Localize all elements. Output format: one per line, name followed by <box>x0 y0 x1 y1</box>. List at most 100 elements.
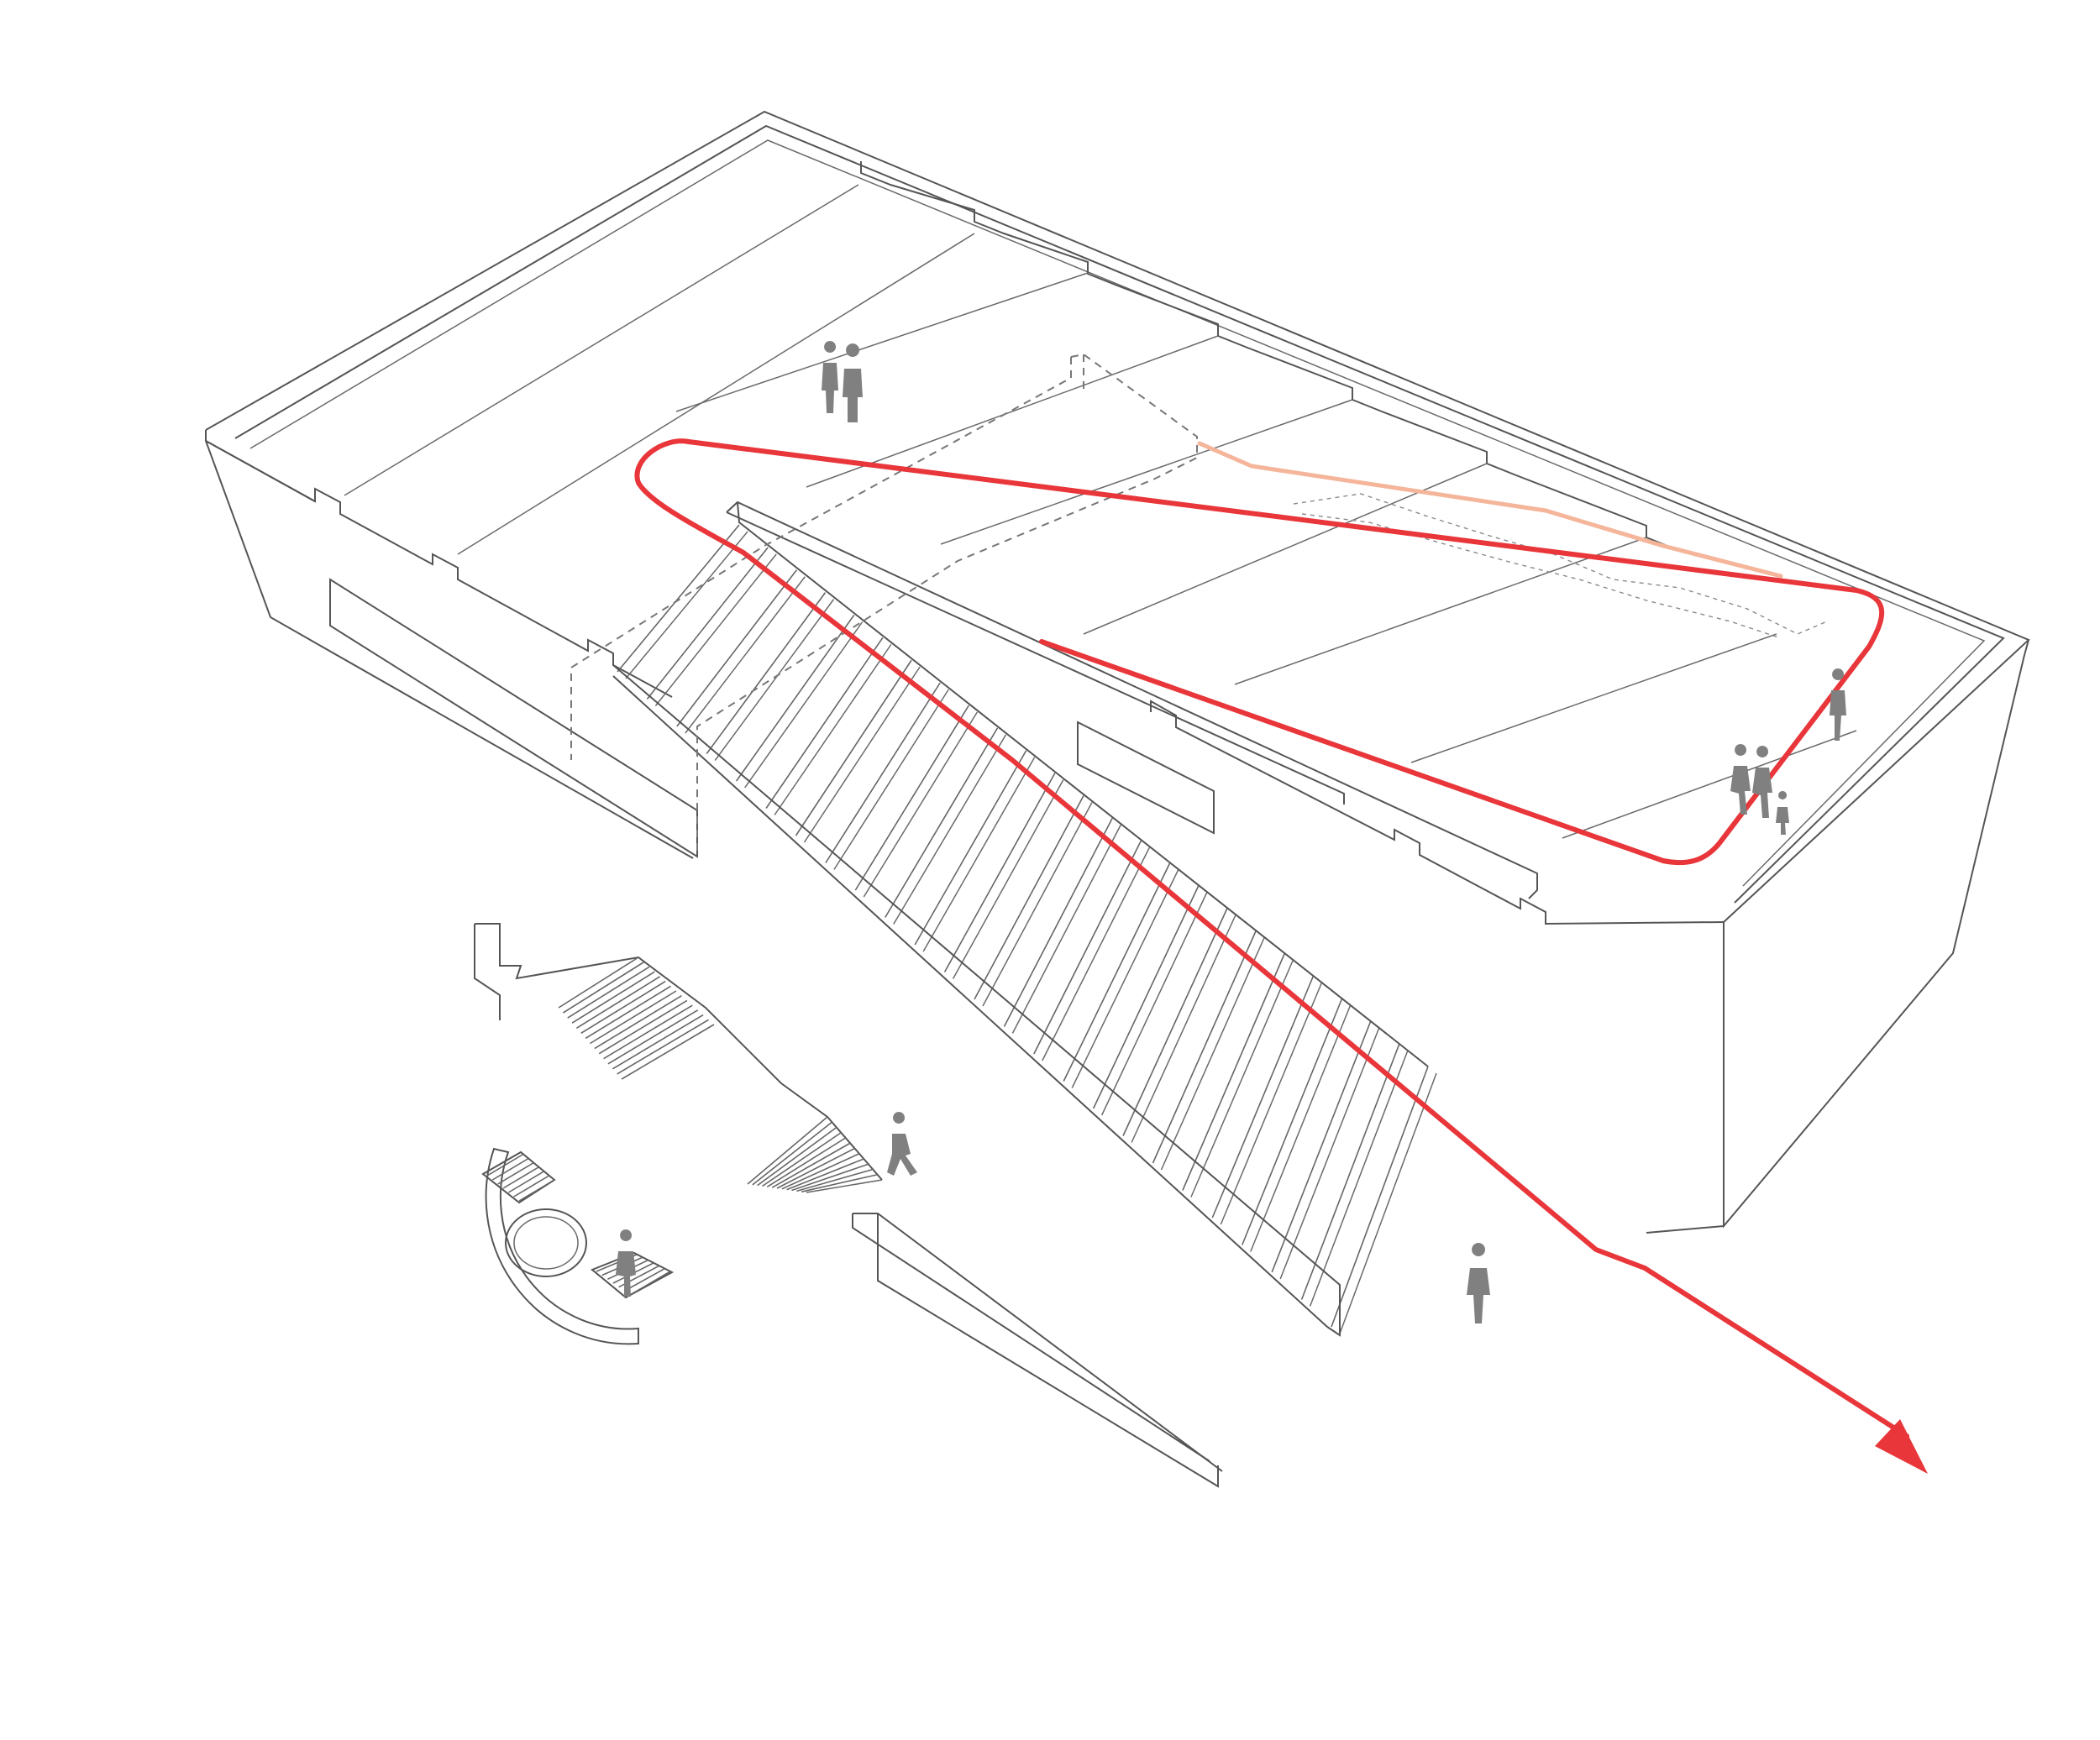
plaza-stair-tread <box>562 962 644 1014</box>
plaza-wall-short <box>474 924 501 1020</box>
ring-stair-tread <box>491 1158 528 1181</box>
slab-line-9 <box>1562 730 1857 839</box>
front-parapet-left <box>205 440 673 698</box>
person-figure <box>1730 744 1751 815</box>
ring-stair-tread <box>507 1171 544 1193</box>
stair-riser <box>714 599 835 761</box>
ring-outer <box>505 1208 587 1277</box>
plaza-stair-tread <box>607 1009 699 1065</box>
stair-tread <box>646 547 769 700</box>
person-figure <box>843 343 863 422</box>
wall-opening-mid <box>1077 721 1215 835</box>
stair-riser <box>1190 960 1294 1198</box>
stair-tread <box>1300 1043 1400 1300</box>
wall-opening-left-outline <box>329 578 698 858</box>
ring-stair-tread <box>518 1179 555 1202</box>
upper-plaza-stair <box>558 956 715 1080</box>
plaza-stair-tread <box>594 995 682 1050</box>
front-parapet-right <box>1150 700 1725 925</box>
ring-stair-treads <box>486 1154 671 1296</box>
stair-riser <box>654 553 777 706</box>
stair-tread <box>736 615 855 782</box>
hidden-volumes <box>570 353 1828 857</box>
stair-riser <box>982 802 1093 1007</box>
stair-tread <box>617 524 740 673</box>
stair-riser <box>1100 892 1208 1116</box>
stair-riser <box>1309 1050 1409 1307</box>
dashed-stair-faded <box>1293 493 1828 635</box>
slab-line-4 <box>806 335 1219 488</box>
person-figure <box>822 341 838 413</box>
right-front-wall <box>1646 1225 1725 1234</box>
stair-left-wall-step <box>612 675 1328 1328</box>
plaza-stair-tread <box>776 1147 855 1189</box>
stair-tread <box>1331 1066 1429 1328</box>
plaza-stair-tread <box>757 1126 837 1187</box>
plaza-stair-tread <box>603 1004 693 1060</box>
people <box>616 341 1846 1323</box>
plaza-retaining-wall <box>475 923 883 1181</box>
person-figure <box>1752 746 1772 818</box>
ring-stair-tread <box>623 1267 665 1292</box>
person-figure <box>887 1112 917 1176</box>
person-figure <box>1467 1243 1490 1323</box>
plaza-stair-tread <box>558 956 639 1009</box>
stair-tread <box>1211 976 1315 1219</box>
dashed-stair-faded-2 <box>1301 513 1782 639</box>
slab-line-5 <box>940 399 1353 545</box>
stair-tread <box>914 750 1027 946</box>
building-shell <box>205 110 2030 1234</box>
plaza-stair-tread <box>752 1121 832 1186</box>
plaza-retaining-wall-return <box>852 1213 1210 1462</box>
stair-riser <box>1131 915 1236 1143</box>
stair-riser <box>803 666 921 843</box>
stair-riser <box>744 621 864 789</box>
stair-riser <box>893 734 1007 925</box>
plaza-stair-tread <box>576 976 661 1029</box>
plaza-stair-tread <box>762 1132 842 1187</box>
plaza-stair-tread <box>590 990 677 1045</box>
right-end-wall <box>1723 639 2029 1229</box>
ring-stair-top <box>481 1150 556 1204</box>
plaza-stair-tread <box>598 999 688 1055</box>
slab-line-1 <box>344 184 859 496</box>
plaza-retaining-wall-cap <box>853 1213 1223 1472</box>
stair-tread <box>943 773 1056 972</box>
stair-riser <box>1279 1027 1380 1280</box>
stair-side-walls <box>612 501 1429 1337</box>
plaza-stair-tread <box>621 1024 715 1080</box>
stair-riser <box>922 757 1036 952</box>
semicircle-wall-outer <box>485 1147 639 1345</box>
plaza-stair-tread <box>571 971 655 1024</box>
stair-riser <box>1250 1005 1352 1252</box>
left-end-wall <box>205 430 694 859</box>
child-figure <box>1776 791 1789 835</box>
stair-tread <box>1122 908 1228 1136</box>
faded-route-line <box>1197 441 1783 579</box>
plaza-stair-tread <box>801 1173 878 1192</box>
stair-tread <box>676 569 797 727</box>
circulation-route <box>634 438 1928 1474</box>
stair-riser <box>625 531 748 679</box>
stair-riser <box>833 689 949 870</box>
stair-riser <box>1071 869 1179 1088</box>
stair-riser <box>1160 937 1265 1171</box>
stair-tread <box>795 659 912 836</box>
central-ridge-side <box>726 511 1345 804</box>
plaza-stair-tread <box>747 1116 828 1185</box>
stair-tread <box>1242 998 1343 1245</box>
stair-riser <box>1011 825 1121 1034</box>
person-figure <box>616 1229 636 1297</box>
stair-tread <box>765 637 884 809</box>
stair-tread <box>706 592 827 754</box>
main-staircase <box>617 524 1437 1334</box>
slab-line-8 <box>1410 633 1777 763</box>
route-exit-line <box>1642 1266 1909 1439</box>
roof-floor-edge <box>249 139 1986 887</box>
roof-parapet-inner <box>234 124 2005 904</box>
slab-line-7 <box>1234 537 1647 685</box>
stair-riser <box>1220 983 1323 1225</box>
plaza-stair-tread <box>580 980 666 1035</box>
person-figure <box>1830 668 1846 741</box>
